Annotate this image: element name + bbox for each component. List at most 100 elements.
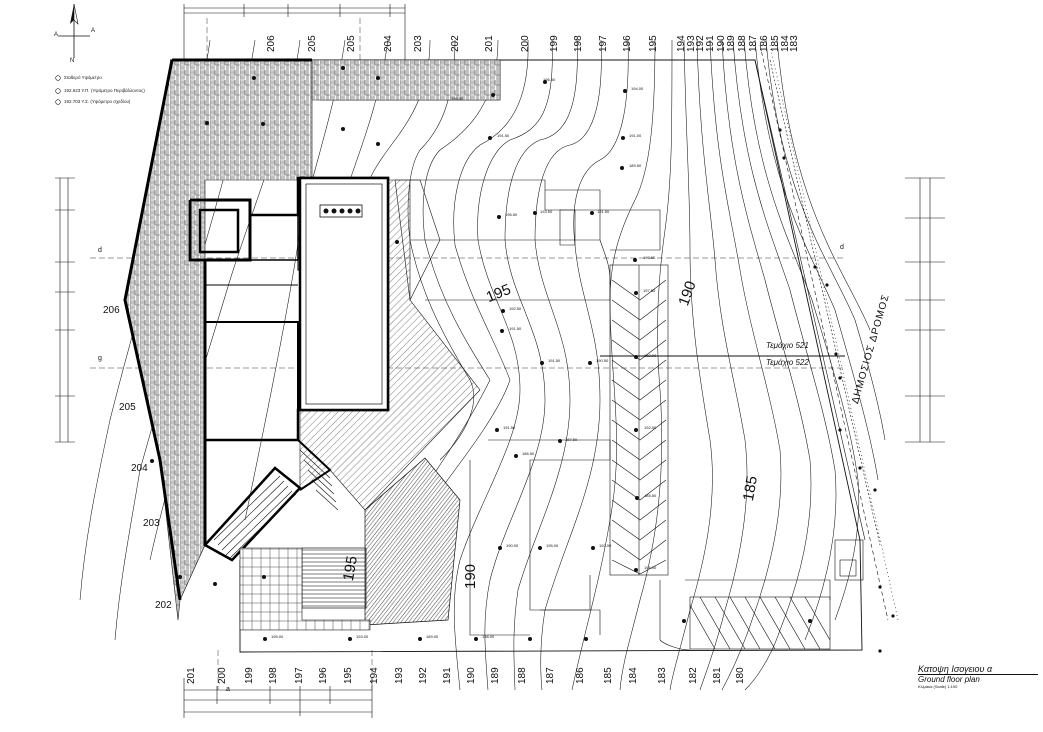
contour-label-top-6: 201 bbox=[484, 35, 495, 52]
contour-label-bottom-17: 184 bbox=[628, 667, 639, 684]
legend-item-0: Σταθερό Υψόμετρο bbox=[64, 75, 102, 80]
contour-label-left-3: 203 bbox=[143, 518, 160, 529]
contour-label-bottom-7: 194 bbox=[369, 667, 380, 684]
spot-level-markers bbox=[150, 66, 895, 653]
north-label: N bbox=[70, 58, 75, 64]
contour-label-top-19: 188 bbox=[737, 35, 748, 52]
section-mark-g-left: g bbox=[98, 355, 102, 362]
axis-label-a-right: A bbox=[91, 28, 96, 34]
legend-item-1: 192.623 Y.Π. (Υψόμετρο Περιβάλλοντος) bbox=[64, 88, 145, 93]
contour-label-bottom-20: 181 bbox=[712, 667, 723, 684]
title-block: Κατοψη Ισογειου α Ground floor plan Κλίμ… bbox=[918, 664, 1038, 689]
spot-level-11: 192.50 bbox=[509, 306, 522, 311]
spot-level-15: 190.50 bbox=[596, 358, 609, 363]
contour-label-bottom-16: 185 bbox=[603, 667, 614, 684]
spot-level-14: 191.50 bbox=[548, 358, 561, 363]
spot-level-21: 190.00 bbox=[506, 543, 519, 548]
contour-label-bottom-10: 191 bbox=[442, 667, 453, 684]
north-arrow-icon bbox=[58, 3, 90, 58]
contour-label-top-3: 204 bbox=[383, 35, 394, 52]
contour-label-bottom-21: 180 bbox=[735, 667, 746, 684]
driveway-ramp bbox=[609, 264, 669, 576]
contour-label-bottom-14: 187 bbox=[545, 667, 556, 684]
spot-level-26: 193.00 bbox=[356, 634, 369, 639]
contour-label-top-1: 205 bbox=[307, 35, 318, 52]
contour-label-top-24: 183 bbox=[789, 35, 800, 52]
contour-label-top-7: 200 bbox=[520, 35, 531, 52]
spot-level-16: 192.00 bbox=[644, 425, 657, 430]
parcel-label-522: Τεμάχιο 522 bbox=[766, 358, 809, 367]
contour-label-bottom-3: 198 bbox=[268, 667, 279, 684]
spot-level-8: 191.50 bbox=[597, 209, 610, 214]
contour-label-bottom-1: 200 bbox=[217, 667, 228, 684]
spot-level-28: 188.00 bbox=[482, 634, 495, 639]
spot-level-19: 186.50 bbox=[522, 451, 535, 456]
spot-level-25: 195.00 bbox=[271, 634, 284, 639]
spot-level-22: 195.00 bbox=[546, 543, 559, 548]
parcel-label-521: Τεμάχιο 521 bbox=[766, 341, 809, 350]
spot-level-12: 191.50 bbox=[509, 326, 522, 331]
contour-label-top-9: 198 bbox=[573, 35, 584, 52]
contour-label-bottom-2: 199 bbox=[244, 667, 255, 684]
spot-level-9: 190.50 bbox=[643, 255, 656, 260]
spot-level-2: 196.50 bbox=[451, 96, 464, 101]
spot-level-18: 187.50 bbox=[565, 437, 578, 442]
road-edge bbox=[759, 44, 899, 621]
dimension-lines bbox=[55, 4, 945, 718]
axis-label-a-left: A bbox=[54, 32, 59, 38]
section-mark-a-bottom: a bbox=[226, 686, 230, 693]
spot-level-0: 196.50 bbox=[543, 77, 556, 82]
spot-level-17: 191.50 bbox=[503, 425, 516, 430]
section-lines bbox=[90, 18, 845, 690]
contour-label-bottom-15: 186 bbox=[575, 667, 586, 684]
contour-label-top-11: 196 bbox=[622, 35, 633, 52]
contour-label-top-2: 205 bbox=[346, 35, 357, 52]
contour-label-plot-2: 190 bbox=[462, 563, 480, 590]
contour-label-top-5: 202 bbox=[450, 35, 461, 52]
spot-level-5: 189.50 bbox=[629, 163, 642, 168]
contour-label-top-10: 197 bbox=[598, 35, 609, 52]
contour-label-bottom-12: 189 bbox=[490, 667, 501, 684]
contour-label-top-16: 191 bbox=[705, 35, 716, 52]
swimming-pool bbox=[298, 176, 390, 412]
contour-label-bottom-9: 192 bbox=[418, 667, 429, 684]
contour-label-left-1: 205 bbox=[119, 402, 136, 413]
spot-level-20: 185.50 bbox=[644, 493, 657, 498]
legend-symbols bbox=[55, 75, 61, 105]
contour-label-left-2: 204 bbox=[131, 463, 148, 474]
contour-label-left-0: 206 bbox=[103, 305, 120, 316]
plot-boundary bbox=[170, 59, 881, 653]
contour-label-bottom-6: 195 bbox=[343, 667, 354, 684]
spot-level-3: 191.50 bbox=[497, 133, 510, 138]
hatched-slope bbox=[299, 179, 481, 511]
spot-level-13: 192.00 bbox=[644, 353, 657, 358]
contour-label-top-12: 195 bbox=[648, 35, 659, 52]
contour-label-top-0: 206 bbox=[266, 35, 277, 52]
garden-paths bbox=[410, 179, 831, 651]
paved-strip-top bbox=[311, 59, 501, 101]
contour-label-top-8: 199 bbox=[549, 35, 560, 52]
contour-label-bottom-0: 201 bbox=[186, 667, 197, 684]
legend-item-2: 192.703 Y.Σ. (Υψόμετρο σχεδίου) bbox=[64, 99, 131, 104]
spot-level-23: 192.00 bbox=[599, 543, 612, 548]
contour-label-top-18: 189 bbox=[726, 35, 737, 52]
spot-level-24: 194.00 bbox=[644, 565, 657, 570]
title-english: Ground floor plan bbox=[918, 674, 1038, 684]
section-mark-d-left: d bbox=[98, 247, 102, 254]
retaining-wall bbox=[123, 59, 182, 601]
contour-label-bottom-13: 188 bbox=[517, 667, 528, 684]
spot-level-27: 189.00 bbox=[426, 634, 439, 639]
contour-label-bottom-19: 182 bbox=[688, 667, 699, 684]
contour-label-top-21: 186 bbox=[759, 35, 770, 52]
contour-label-top-20: 187 bbox=[748, 35, 759, 52]
entrance-ramp bbox=[689, 539, 864, 650]
spot-level-7: 193.50 bbox=[540, 209, 553, 214]
section-mark-d-right: d bbox=[840, 244, 844, 251]
deck-panel bbox=[301, 547, 367, 609]
spot-level-4: 191.00 bbox=[629, 133, 642, 138]
contour-label-bottom-4: 197 bbox=[294, 667, 305, 684]
contour-label-left-4: 202 bbox=[155, 600, 172, 611]
scale-note: Κλίμακα (Scale) 1:100 bbox=[918, 684, 958, 689]
contour-label-bottom-8: 193 bbox=[394, 667, 405, 684]
